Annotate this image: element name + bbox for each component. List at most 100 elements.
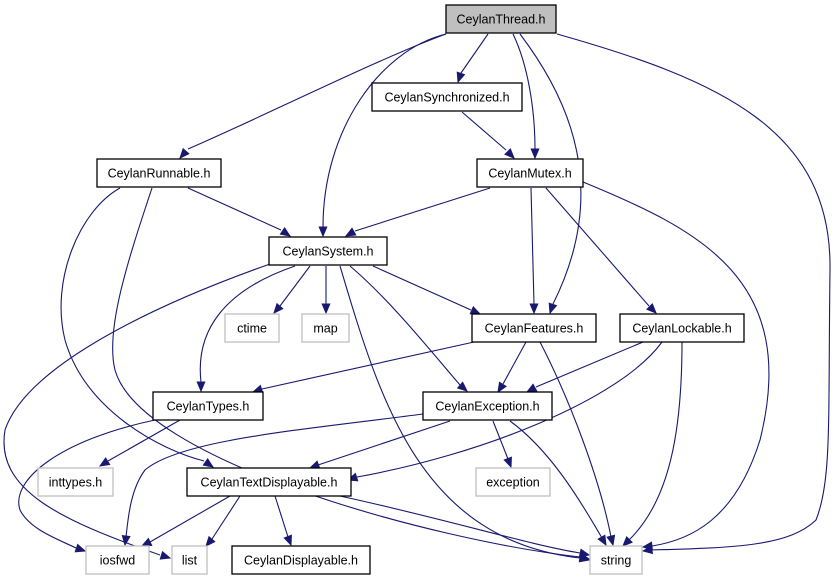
edge-line bbox=[530, 187, 535, 305]
edge-n10-to-n12 bbox=[308, 420, 451, 469]
edge-n10-to-n17 bbox=[509, 420, 607, 547]
node-ctime: ctime bbox=[224, 313, 280, 343]
node-ceylanthread-h[interactable]: CeylanThread.h bbox=[445, 4, 557, 34]
edge-arrowhead bbox=[529, 303, 539, 315]
node-label: CeylanMutex.h bbox=[488, 167, 571, 181]
edge-arrowhead bbox=[497, 381, 507, 394]
node-ceylansystem-h[interactable]: CeylanSystem.h bbox=[268, 236, 388, 266]
node-box bbox=[589, 545, 643, 575]
node-label: CeylanThread.h bbox=[457, 13, 546, 27]
edge-line bbox=[356, 341, 663, 478]
node-ceylanlockable-h[interactable]: CeylanLockable.h bbox=[619, 313, 745, 343]
edge-line bbox=[509, 420, 603, 539]
edge-n0-to-n7 bbox=[519, 33, 582, 315]
node-map: map bbox=[301, 313, 350, 343]
edge-arrowhead bbox=[646, 303, 657, 314]
node-ceylanmutex-h[interactable]: CeylanMutex.h bbox=[476, 158, 584, 188]
edge-line bbox=[274, 495, 289, 538]
node-label: exception bbox=[486, 476, 540, 490]
node-ceylantypes-h[interactable]: CeylanTypes.h bbox=[152, 391, 264, 421]
edge-n7-to-n10 bbox=[497, 341, 527, 394]
edge-line bbox=[317, 420, 451, 466]
edge-n8-to-n17 bbox=[622, 341, 683, 547]
node-label: CeylanTextDisplayable.h bbox=[201, 476, 338, 490]
node-ceylansynchronized-h[interactable]: CeylanSynchronized.h bbox=[371, 82, 523, 112]
node-label: CeylanDisplayable.h bbox=[244, 554, 358, 568]
edge-n3-to-n4 bbox=[344, 187, 491, 237]
node-box bbox=[171, 545, 208, 575]
node-label: CeylanRunnable.h bbox=[108, 167, 211, 181]
node-label: ctime bbox=[237, 322, 267, 336]
edge-arrowhead bbox=[578, 548, 591, 558]
node-box bbox=[231, 545, 371, 575]
node-ceylanfeatures-h[interactable]: CeylanFeatures.h bbox=[471, 313, 597, 343]
edge-n4-to-n6 bbox=[321, 266, 331, 315]
edge-line bbox=[628, 341, 683, 541]
edge-line bbox=[187, 187, 282, 231]
edge-n10-to-n14 bbox=[121, 413, 424, 547]
node-inttypes-h: inttypes.h bbox=[37, 467, 114, 497]
edge-line bbox=[107, 419, 181, 462]
node-label: list bbox=[182, 554, 198, 568]
edge-line bbox=[539, 341, 612, 538]
edge-arrowhead bbox=[159, 550, 172, 560]
edge-n4-to-n5 bbox=[273, 265, 311, 314]
edge-arrowhead bbox=[205, 535, 216, 547]
graph-nodes: CeylanThread.hCeylanSynchronized.hCeylan… bbox=[37, 4, 745, 575]
node-box bbox=[445, 4, 557, 34]
node-ceylantextdisplayable-h[interactable]: CeylanTextDisplayable.h bbox=[186, 467, 352, 497]
edge-n9-to-n11 bbox=[98, 419, 181, 467]
node-exception: exception bbox=[475, 467, 551, 497]
edge-arrowhead bbox=[140, 537, 153, 547]
edge-n9-to-n14 bbox=[18, 419, 156, 553]
edge-line bbox=[125, 413, 424, 538]
node-box bbox=[37, 467, 114, 497]
node-box bbox=[152, 391, 264, 421]
edge-line bbox=[545, 187, 650, 307]
node-label: inttypes.h bbox=[49, 476, 103, 490]
edge-line bbox=[512, 33, 536, 150]
edge-line bbox=[60, 187, 205, 462]
edge-n4-to-n7 bbox=[372, 265, 482, 315]
edge-arrowhead bbox=[469, 305, 482, 315]
edge-arrowhead bbox=[121, 535, 131, 547]
edge-arrowhead bbox=[641, 541, 653, 551]
edge-line bbox=[502, 341, 527, 385]
node-box bbox=[85, 545, 150, 575]
node-label: CeylanException.h bbox=[435, 400, 539, 414]
node-ceylanexception-h[interactable]: CeylanException.h bbox=[422, 391, 553, 421]
edge-n4-to-n10 bbox=[349, 265, 468, 392]
node-iosfwd: iosfwd bbox=[85, 545, 150, 575]
node-box bbox=[268, 236, 388, 266]
node-box bbox=[371, 82, 523, 112]
edge-line bbox=[339, 495, 581, 554]
node-ceylanrunnable-h[interactable]: CeylanRunnable.h bbox=[96, 158, 222, 188]
edge-n3-to-n8 bbox=[545, 187, 657, 314]
edge-arrowhead bbox=[606, 534, 616, 547]
edge-arrowhead bbox=[74, 543, 87, 553]
edge-arrowhead bbox=[279, 226, 292, 237]
node-label: CeylanSynchronized.h bbox=[384, 91, 509, 105]
edge-line bbox=[460, 33, 489, 74]
edge-line bbox=[149, 495, 231, 543]
edge-arrowhead bbox=[456, 71, 466, 84]
node-box bbox=[471, 313, 597, 343]
node-box bbox=[301, 313, 350, 343]
edge-line bbox=[279, 265, 311, 307]
node-label: iosfwd bbox=[100, 554, 135, 568]
edge-line bbox=[349, 265, 461, 386]
edge-arrowhead bbox=[530, 148, 540, 160]
edge-line bbox=[461, 111, 507, 151]
edge-line bbox=[372, 265, 472, 311]
edge-line bbox=[535, 341, 644, 388]
node-ceylandisplayable-h[interactable]: CeylanDisplayable.h bbox=[231, 545, 371, 575]
edge-arrowhead bbox=[318, 226, 328, 238]
edge-n12-to-n16 bbox=[274, 495, 292, 547]
edge-arrowhead bbox=[98, 457, 111, 467]
edge-n10-to-n13 bbox=[492, 420, 512, 469]
node-box bbox=[186, 467, 352, 497]
edge-arrowhead bbox=[344, 227, 357, 237]
edge-line bbox=[3, 263, 271, 556]
edge-n4-to-n9 bbox=[196, 265, 296, 393]
node-box bbox=[476, 158, 584, 188]
